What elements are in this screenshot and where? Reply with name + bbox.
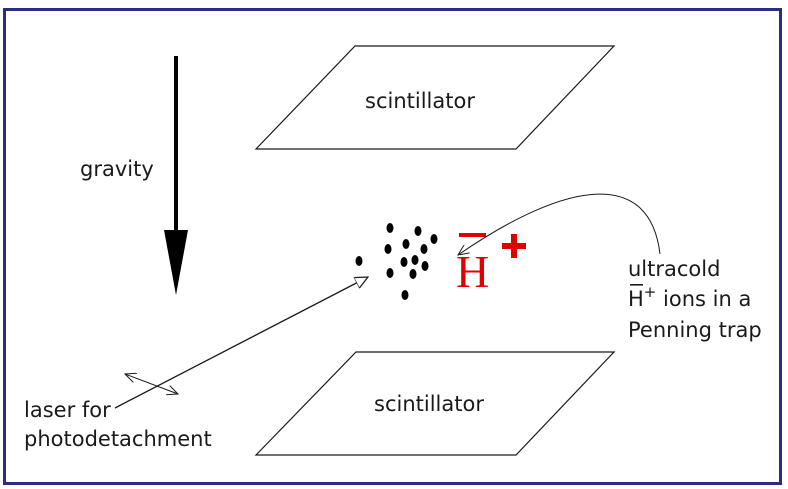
antihydrogen-ion-symbol: H	[456, 233, 526, 297]
ions-label-antiparticle-bar	[630, 284, 643, 286]
ion-dot	[421, 261, 429, 271]
scintillator-top-label: scintillator	[365, 89, 475, 113]
scintillator-bottom-label: scintillator	[374, 392, 484, 416]
gravity-label: gravity	[80, 157, 154, 181]
charge-plus-sign	[502, 234, 526, 258]
ion-dot	[401, 290, 409, 300]
ion-dot	[414, 226, 422, 236]
diagram-frame	[3, 8, 782, 485]
antiparticle-bar	[459, 233, 486, 237]
ions-label-line3: Penning trap	[628, 318, 762, 342]
polarization-double-arrow	[125, 374, 178, 394]
ion-dot	[430, 234, 438, 244]
scintillator-bottom-plate	[254, 351, 616, 456]
ions-label-sup: +	[644, 283, 657, 301]
gravity-arrow	[164, 56, 188, 295]
ions-pointer-curve	[458, 193, 661, 255]
ions-label-line2: H+ ions in a	[628, 283, 751, 311]
ion-dot	[355, 256, 363, 266]
ion-dot	[420, 244, 428, 254]
ion-dot	[411, 255, 419, 265]
ion-cloud	[355, 223, 438, 300]
ions-label-line1: ultracold	[628, 257, 720, 281]
antihydrogen-letter: H	[456, 246, 489, 297]
laser-label-line2: photodetachment	[24, 427, 212, 451]
ion-dot	[402, 239, 410, 249]
ions-label-rest: ions in a	[656, 287, 751, 311]
ion-dot	[400, 257, 408, 267]
scintillator-top-plate	[254, 45, 616, 150]
ion-dot	[409, 269, 417, 279]
laser-label-line1: laser for	[24, 398, 111, 422]
ions-label-symbol: H	[628, 287, 644, 311]
laser-beam	[114, 277, 368, 409]
ion-dot	[384, 244, 392, 254]
ion-dot	[386, 223, 394, 233]
ion-dot	[386, 268, 394, 278]
